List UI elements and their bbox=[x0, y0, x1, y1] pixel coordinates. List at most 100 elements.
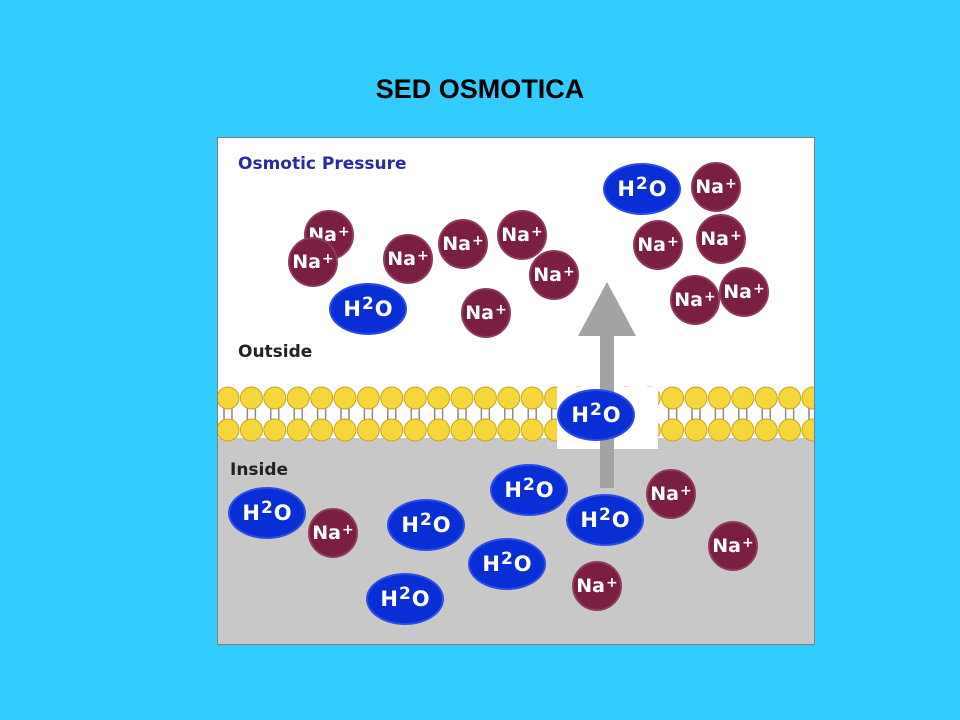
lipid-head bbox=[403, 418, 427, 442]
water-formula-part: H bbox=[401, 513, 419, 537]
lipid-head bbox=[286, 418, 310, 442]
lipid-head bbox=[684, 418, 708, 442]
lipid-head bbox=[239, 418, 263, 442]
water-formula-part: H bbox=[242, 501, 260, 525]
lipid-head bbox=[754, 386, 778, 410]
lipid-head bbox=[310, 418, 334, 442]
sodium-symbol: Na bbox=[442, 233, 471, 255]
arrow-layer bbox=[578, 282, 636, 488]
sodium-charge: + bbox=[725, 176, 737, 192]
sodium-ion: Na+ bbox=[646, 469, 696, 519]
sodium-ion: Na+ bbox=[308, 508, 358, 558]
lipid-head bbox=[218, 386, 240, 410]
osmosis-arrow bbox=[578, 282, 636, 488]
lipid-head bbox=[778, 386, 802, 410]
sodium-symbol: Na bbox=[637, 234, 666, 256]
lipid-head bbox=[707, 386, 731, 410]
sodium-ion: Na+ bbox=[383, 234, 433, 284]
lipid-head bbox=[661, 386, 685, 410]
water-formula-part: 2 bbox=[260, 498, 273, 518]
lipid-head bbox=[661, 418, 685, 442]
sodium-ion: Na+ bbox=[572, 561, 622, 611]
lipid-head bbox=[356, 386, 380, 410]
lipid-head bbox=[310, 386, 334, 410]
sodium-ion: Na+ bbox=[633, 220, 683, 270]
sodium-symbol: Na bbox=[695, 176, 724, 198]
sodium-charge: + bbox=[730, 228, 742, 244]
lipid-head bbox=[801, 386, 814, 410]
water-formula-part: H bbox=[380, 587, 398, 611]
lipid-head bbox=[450, 418, 474, 442]
sodium-symbol: Na bbox=[312, 522, 341, 544]
sodium-ion: Na+ bbox=[461, 288, 511, 338]
lipid-head bbox=[403, 386, 427, 410]
water-formula-part: 2 bbox=[598, 505, 611, 525]
sodium-charge: + bbox=[531, 224, 543, 240]
lipid-head bbox=[684, 386, 708, 410]
sodium-symbol: Na bbox=[533, 264, 562, 286]
sodium-charge: + bbox=[667, 234, 679, 250]
sodium-charge: + bbox=[563, 264, 575, 280]
water-formula-part: H bbox=[504, 478, 522, 502]
sodium-charge: + bbox=[472, 233, 484, 249]
sodium-ion: Na+ bbox=[670, 275, 720, 325]
water-formula-part: 2 bbox=[419, 510, 432, 530]
lipid-head bbox=[286, 386, 310, 410]
sodium-ion: Na+ bbox=[719, 267, 769, 317]
lipid-head bbox=[497, 386, 521, 410]
sodium-charge: + bbox=[753, 281, 765, 297]
sodium-charge: + bbox=[322, 251, 334, 267]
water-formula-part: 2 bbox=[398, 584, 411, 604]
figure-title: Osmotic Pressure bbox=[238, 154, 407, 174]
sodium-ion: Na+ bbox=[696, 214, 746, 264]
lipid-head bbox=[707, 418, 731, 442]
lipid-head bbox=[218, 418, 240, 442]
lipid-head bbox=[754, 418, 778, 442]
lipid-head bbox=[239, 386, 263, 410]
sodium-charge: + bbox=[680, 483, 692, 499]
sodium-symbol: Na bbox=[576, 575, 605, 597]
water-formula-part: O bbox=[513, 552, 532, 576]
sodium-charge: + bbox=[342, 522, 354, 538]
slide-title: SED OSMOTICA bbox=[375, 74, 585, 104]
water-formula-part: O bbox=[535, 478, 554, 502]
water-formula-part: H bbox=[571, 403, 589, 427]
sodium-symbol: Na bbox=[292, 251, 321, 273]
lipid-head bbox=[263, 418, 287, 442]
inside-label: Inside bbox=[230, 460, 289, 480]
lipid-head bbox=[473, 386, 497, 410]
sodium-charge: + bbox=[704, 289, 716, 305]
water-formula-part: 2 bbox=[589, 400, 602, 420]
water-formula-part: 2 bbox=[635, 174, 648, 194]
lipid-head bbox=[427, 386, 451, 410]
water-formula-part: O bbox=[648, 177, 667, 201]
sodium-symbol: Na bbox=[700, 228, 729, 250]
sodium-ion: Na+ bbox=[691, 162, 741, 212]
lipid-head bbox=[427, 418, 451, 442]
water-formula-part: O bbox=[432, 513, 451, 537]
sodium-symbol: Na bbox=[723, 281, 752, 303]
lipid-head bbox=[520, 386, 544, 410]
lipid-head bbox=[333, 418, 357, 442]
sodium-symbol: Na bbox=[674, 289, 703, 311]
sodium-symbol: Na bbox=[387, 248, 416, 270]
sodium-charge: + bbox=[417, 248, 429, 264]
sodium-symbol: Na bbox=[650, 483, 679, 505]
sodium-symbol: Na bbox=[465, 302, 494, 324]
lipid-head bbox=[380, 418, 404, 442]
water-formula-part: H bbox=[343, 297, 361, 321]
sodium-symbol: Na bbox=[712, 535, 741, 557]
sodium-charge: + bbox=[338, 224, 350, 240]
lipid-head bbox=[520, 418, 544, 442]
sodium-charge: + bbox=[606, 575, 618, 591]
water-formula-part: O bbox=[411, 587, 430, 611]
lipid-head bbox=[731, 386, 755, 410]
sodium-ion: Na+ bbox=[497, 210, 547, 260]
water-formula-part: O bbox=[602, 403, 621, 427]
